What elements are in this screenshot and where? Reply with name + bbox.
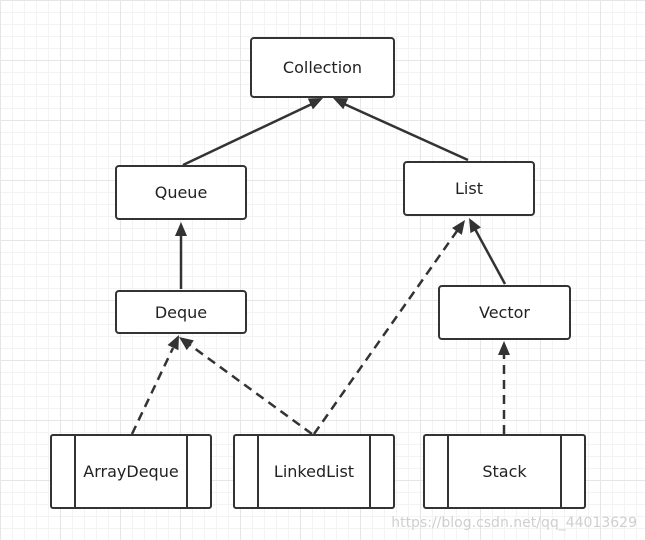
node-linkedlist-label: LinkedList [273, 462, 355, 481]
node-vector-label: Vector [479, 303, 530, 322]
node-stack-label: Stack [482, 462, 527, 481]
node-deque-label: Deque [154, 302, 208, 322]
watermark-text: https://blog.csdn.net/qq_44013629 [391, 515, 637, 531]
edge-arraydeque-to-deque [130, 347, 175, 435]
arrowhead-stack-vector [498, 341, 510, 355]
arrowhead-vector-list [469, 218, 481, 234]
node-collection[interactable]: Collection [250, 37, 395, 98]
node-deque[interactable]: Deque [115, 290, 247, 334]
edge-linkedlist-to-deque [189, 343, 313, 436]
edge-queue-to-collection [182, 101, 315, 167]
node-collection-label: Collection [282, 58, 363, 77]
arrowhead-linkedlist-list [452, 220, 465, 235]
node-arraydeque[interactable]: ArrayDeque [50, 434, 212, 509]
arrowhead-queue-collection [307, 98, 323, 110]
node-arraydeque-label: ArrayDeque [83, 462, 179, 481]
node-linkedlist[interactable]: LinkedList [233, 434, 395, 509]
node-queue[interactable]: Queue [115, 165, 247, 220]
arrowhead-linkedlist-deque [179, 337, 194, 351]
node-list-label: List [455, 179, 483, 198]
node-vector[interactable]: Vector [438, 285, 571, 340]
arrowhead-list-collection [333, 98, 349, 110]
arrowhead-deque-queue [175, 222, 187, 236]
edge-list-to-collection [341, 101, 469, 162]
edge-linkedlist-to-list [312, 230, 459, 435]
node-list[interactable]: List [403, 161, 535, 216]
edge-vector-to-list [473, 228, 507, 285]
node-stack[interactable]: Stack [423, 434, 586, 509]
node-queue-label: Queue [154, 183, 208, 202]
arrowhead-arraydeque-deque [167, 335, 179, 351]
